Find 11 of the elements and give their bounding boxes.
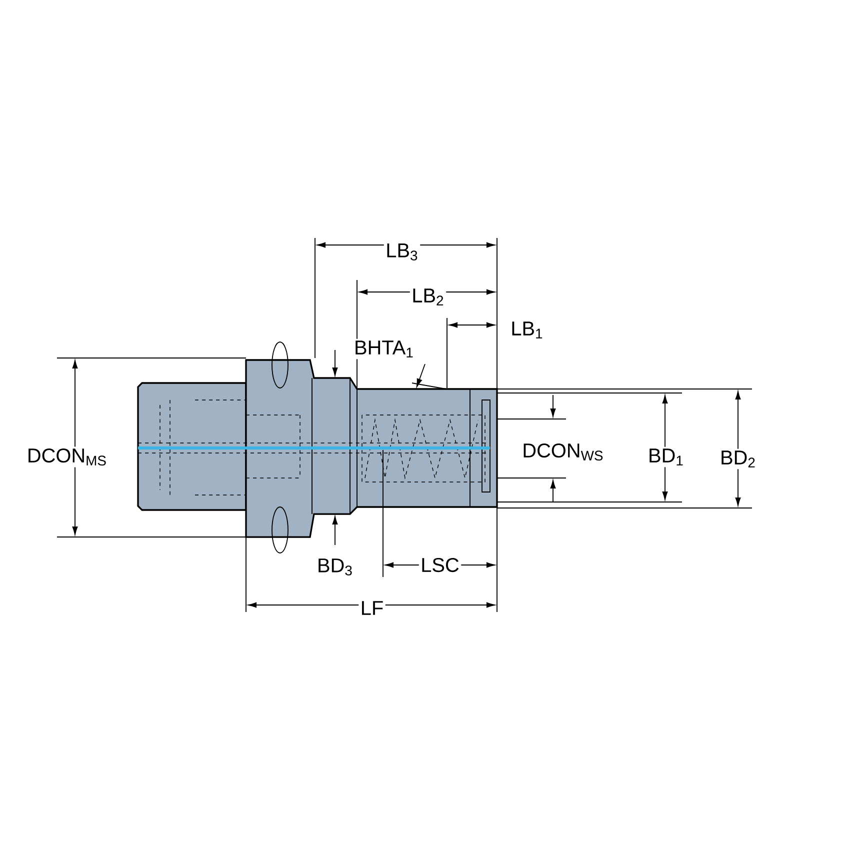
dimension-label: BHTA$_{1}$: [352, 338, 416, 360]
dimension-label: BD$_{1}$: [646, 446, 686, 468]
dimension-label: LB$_{2}$: [410, 286, 446, 308]
dimension-label: LSC: [418, 556, 462, 574]
dimension-label: LB$_{3}$: [384, 242, 420, 262]
dimension-label: BD$_{2}$: [718, 448, 758, 470]
dimension-label: DCON$_{WS}$: [520, 442, 606, 462]
dimension-label: LB$_{1}$: [508, 320, 546, 340]
dimension-label: DCON$_{MS}$: [25, 446, 109, 468]
dimension-label: LF: [358, 599, 386, 617]
dimension-label: BD$_{3}$: [315, 556, 355, 578]
